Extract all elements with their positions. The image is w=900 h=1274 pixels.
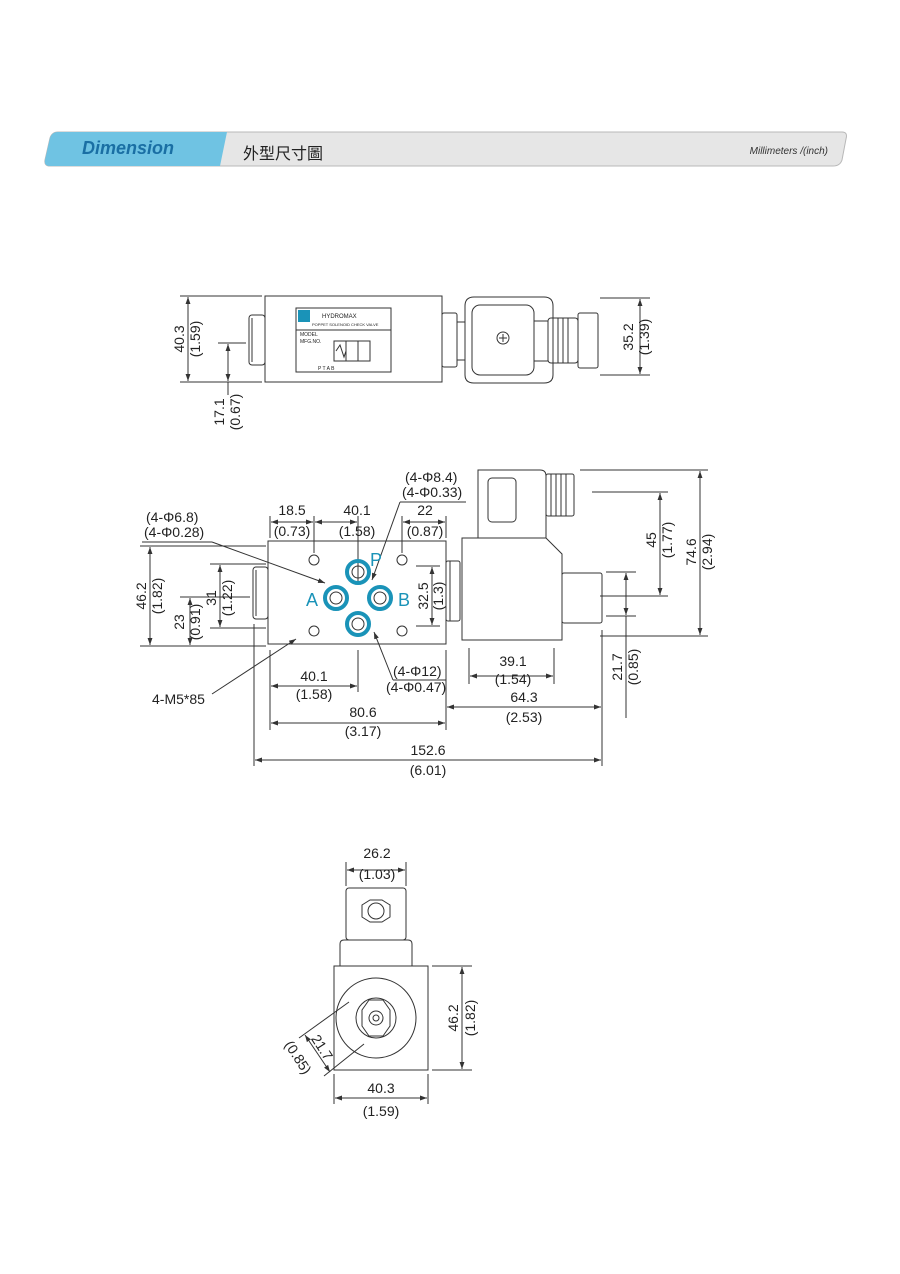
port-p-hole [345,559,371,585]
dim-side-462: 46.2 [445,1004,461,1031]
port-group [323,559,393,637]
dim-side-403-in: (1.59) [363,1103,400,1119]
dim-806: 80.6 [349,704,376,720]
dim-401t: 40.1 [343,502,370,518]
top-view [180,295,650,395]
hole68-in: (4-Φ0.28) [144,524,204,540]
nameplate-model: MODEL [300,332,318,338]
port-a-label: A [306,590,318,610]
dim-462: 46.2 [133,582,149,609]
dim-401b-in: (1.58) [296,686,333,702]
port-b-label: B [398,590,410,610]
dim-side-403: 40.3 [367,1080,394,1096]
dim-325: 32.5 [415,582,431,609]
dim-45: 45 [643,532,659,548]
dim-643: 64.3 [510,689,537,705]
dim-top-height-in: (1.59) [187,321,203,358]
side-view [298,862,472,1104]
dim-top-coil-in: (1.39) [636,319,652,356]
dim-217: 21.7 [609,653,625,680]
dim-23-in: (0.91) [187,604,203,641]
port-b-hole [367,585,393,611]
dim-top-offset: 17.1 [211,398,227,425]
dim-462-in: (1.82) [149,578,165,615]
dim-45-in: (1.77) [659,522,675,559]
nameplate-brand: HYDROMAX [322,314,357,320]
hole68-mm: (4-Φ6.8) [146,509,198,525]
dim-top-coil: 35.2 [620,323,636,350]
dim-side-262-in: (1.03) [359,866,396,882]
dim-325-in: (1.3) [430,582,446,611]
port-p-label: P [370,550,382,570]
dim-401b: 40.1 [300,668,327,684]
coil-screw-icon [496,331,510,345]
dim-746-in: (2.94) [699,534,715,571]
hole12-mm: (4-Φ12) [393,663,442,679]
header-title: Dimension [82,138,175,158]
screw-label: 4-M5*85 [152,691,205,707]
dim-401t-in: (1.58) [339,523,376,539]
dim-185-in: (0.73) [274,523,311,539]
hole12-in: (4-Φ0.47) [386,679,446,695]
nameplate-product: POPPET SOLENOID CHECK VALVE [312,322,379,327]
dim-185: 18.5 [278,502,305,518]
header-subtitle: 外型尺寸圖 [243,144,324,163]
side-view-text: 26.2 (1.03) 46.2 (1.82) 21.7 (0.85) 40.3… [282,845,478,1119]
dim-1526-in: (6.01) [410,762,447,778]
side-valve-body [333,965,429,1071]
top-valve-body [264,295,443,383]
header-units: Millimeters /(inch) [749,146,828,157]
nameplate-mfg: MFG.NO. [300,339,321,345]
banner-shape [44,131,847,167]
top-view-text: HYDROMAX POPPET SOLENOID CHECK VALVE MOD… [171,314,652,430]
port-a-hole [323,585,349,611]
dim-806-in: (3.17) [345,723,382,739]
dim-1526: 152.6 [410,742,445,758]
hole84-in: (4-Φ0.33) [402,484,462,500]
nameplate [295,307,392,373]
dim-top-offset-in: (0.67) [227,394,243,431]
dim-23: 23 [171,614,187,630]
front-view [140,469,708,766]
dim-217-in: (0.85) [625,649,641,686]
dim-side-462-in: (1.82) [462,1000,478,1037]
hole84-mm: (4-Φ8.4) [405,469,457,485]
dim-391: 39.1 [499,653,526,669]
nameplate-ports: P T A B [318,366,335,372]
dim-side-217-in: (0.85) [282,1038,315,1077]
dim-643-in: (2.53) [506,709,543,725]
front-view-text: P A B (4-Φ6.8) (4-Φ0.28) (4-Φ8.4) (4-Φ0.… [133,469,715,778]
dim-top-height: 40.3 [171,325,187,352]
dim-side-262: 26.2 [363,845,390,861]
dim-side-217: 21.7 [308,1031,336,1063]
dim-391-in: (1.54) [495,671,532,687]
dim-31: 31 [203,590,219,606]
dim-746: 74.6 [683,538,699,565]
dim-22: 22 [417,502,433,518]
port-t-hole [345,611,371,637]
dim-22-in: (0.87) [407,523,444,539]
dim-31-in: (1.22) [219,580,235,617]
header-banner: Dimension 外型尺寸圖 Millimeters /(inch) [0,0,900,200]
